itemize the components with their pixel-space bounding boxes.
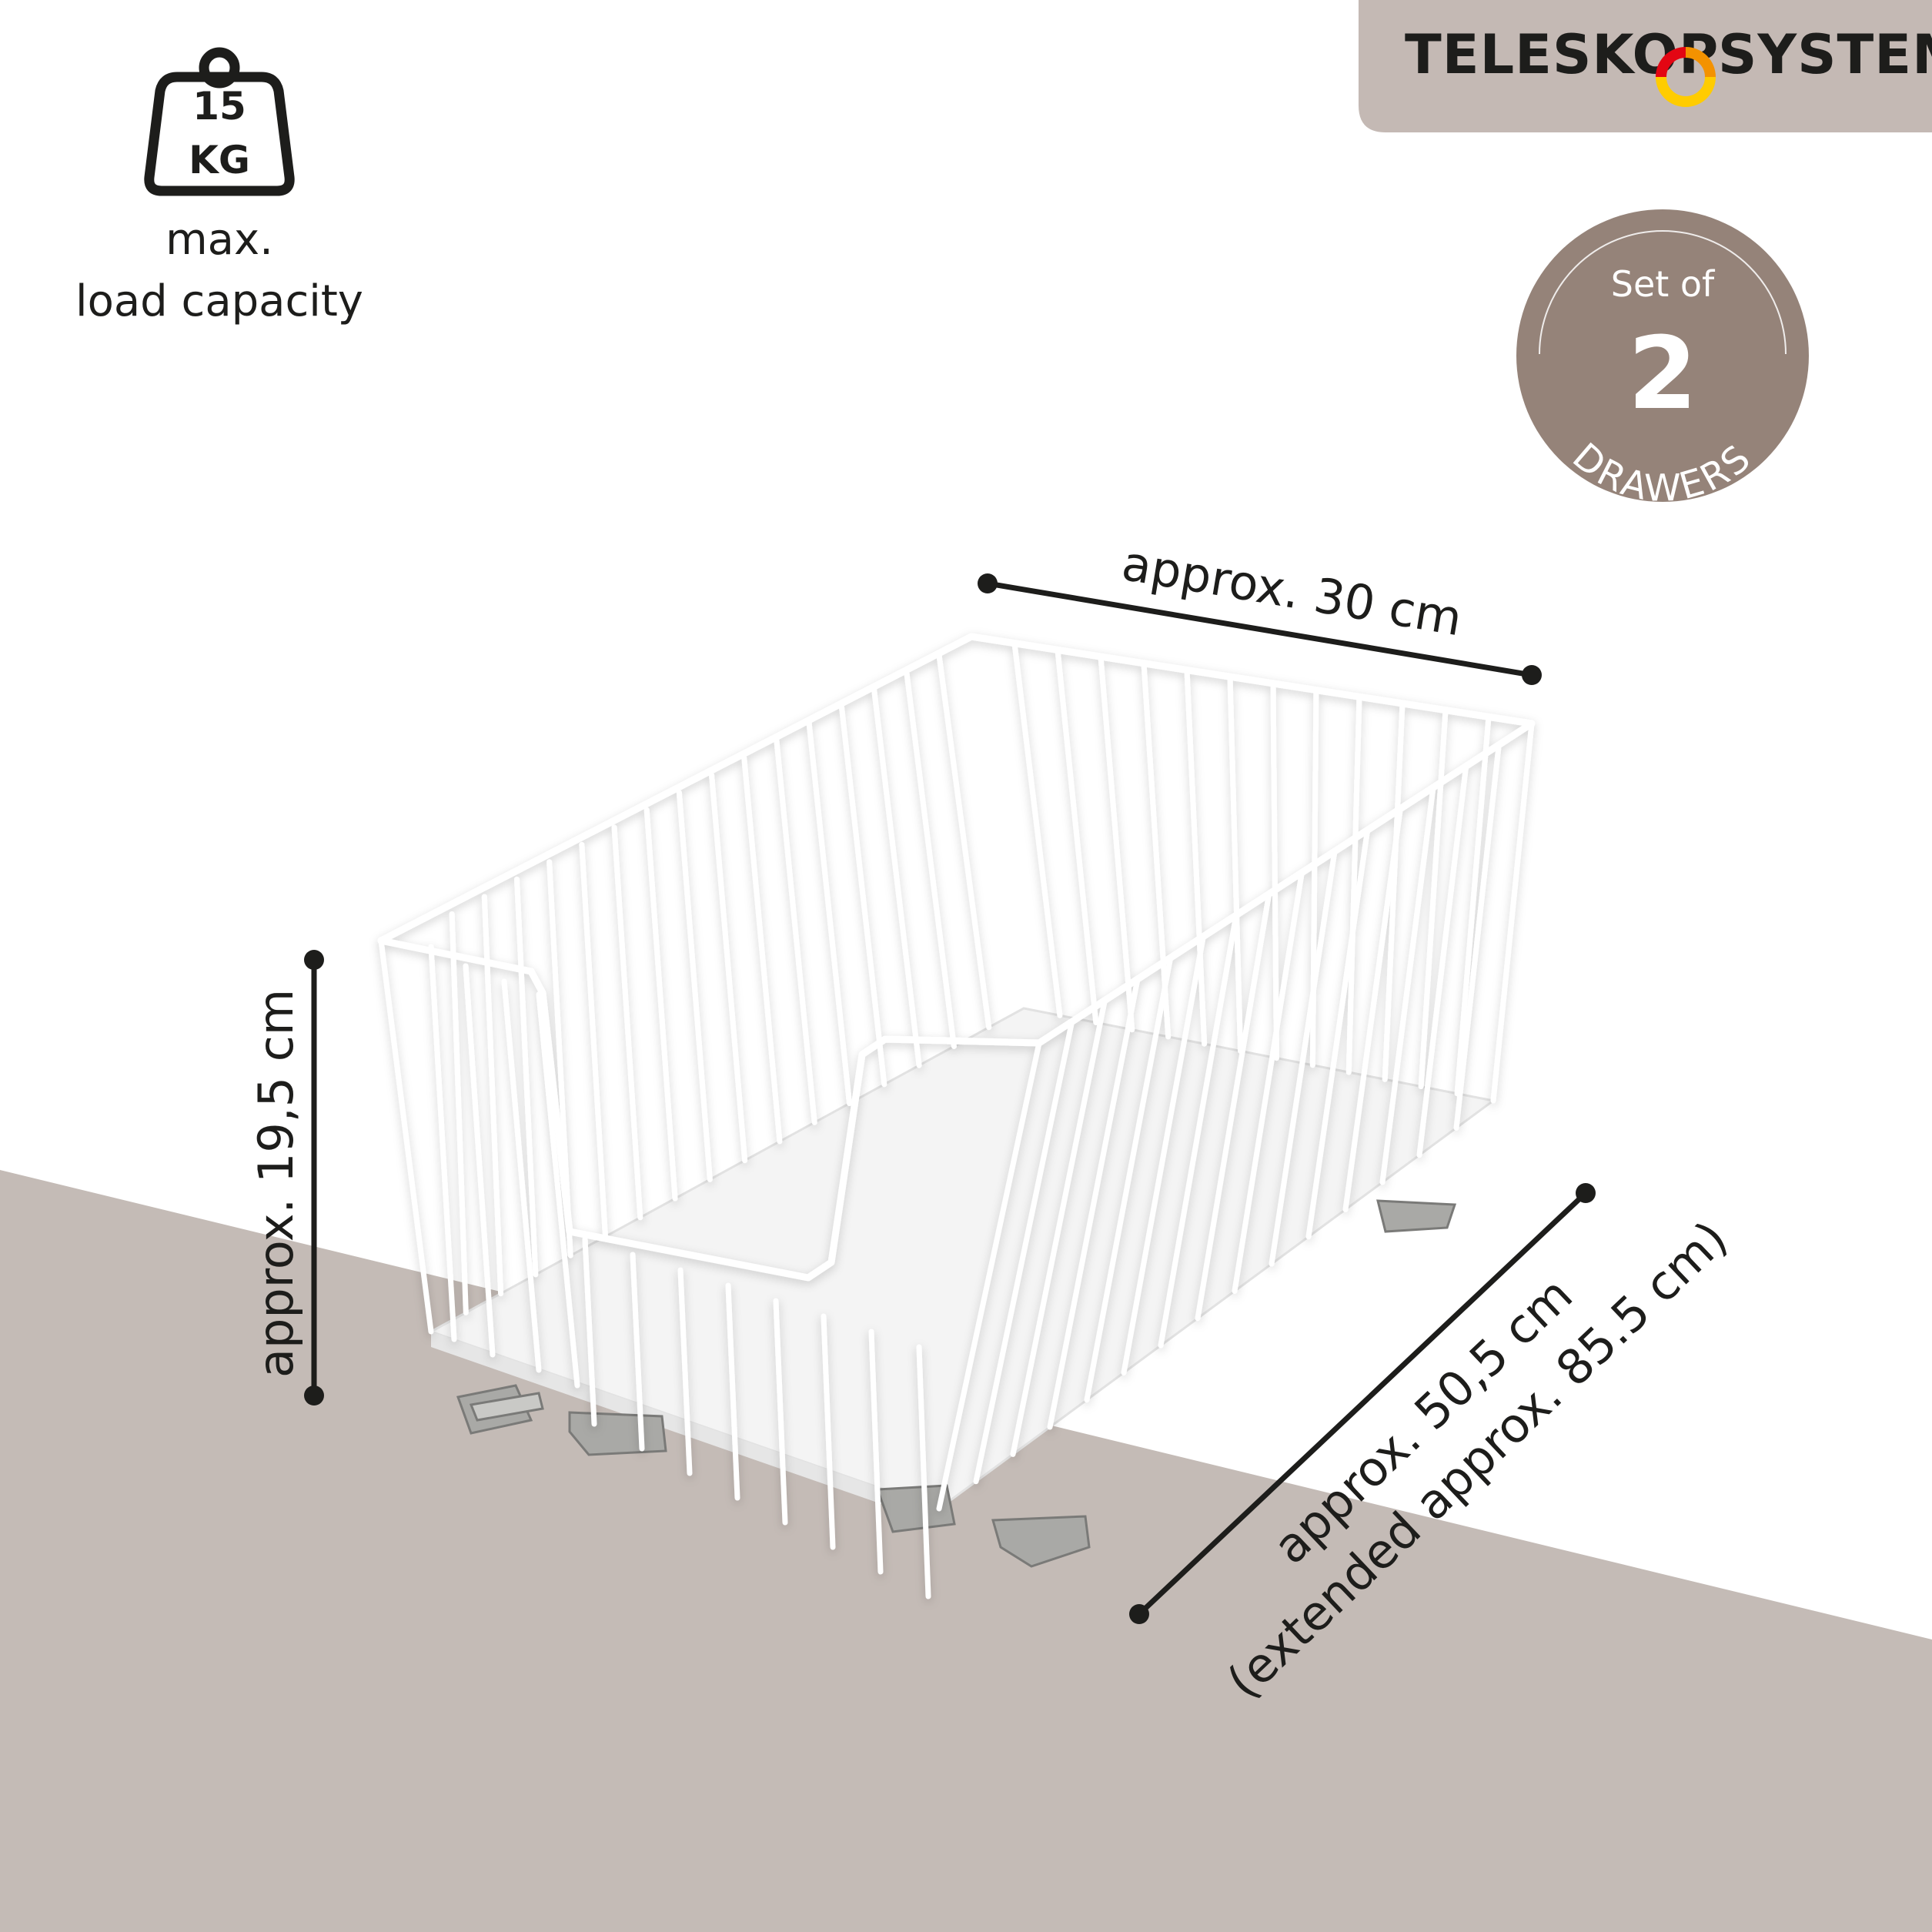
wire-frame	[377, 633, 1536, 1599]
set-badge-line1: Set of	[1611, 263, 1716, 305]
wire	[806, 720, 853, 1107]
dimension-width: approx. 30 cm	[978, 535, 1542, 685]
wire	[821, 1313, 836, 1550]
set-badge-count: 2	[1628, 315, 1697, 432]
wire	[1141, 660, 1172, 1040]
wire	[1379, 784, 1436, 1185]
wire	[630, 1252, 645, 1452]
wire	[774, 737, 817, 1125]
wire	[1121, 934, 1206, 1375]
wire	[1195, 891, 1272, 1322]
wire	[1084, 954, 1174, 1403]
wire	[1416, 763, 1469, 1158]
weight-icon: 15 KG	[144, 47, 295, 196]
wire	[1158, 912, 1239, 1349]
wire	[1047, 976, 1141, 1430]
wire	[1342, 806, 1403, 1212]
wire	[1232, 870, 1305, 1294]
wire	[643, 807, 678, 1202]
wire	[1098, 653, 1135, 1033]
wire	[463, 963, 496, 1358]
wire	[1490, 720, 1535, 1104]
wire	[1454, 714, 1492, 1097]
wire	[501, 978, 542, 1373]
dimension-width-label: approx. 30 cm	[1118, 535, 1466, 647]
wire	[871, 686, 922, 1068]
wire	[582, 1236, 597, 1427]
wire	[1184, 667, 1208, 1047]
wire-rim	[377, 937, 1043, 1282]
set-badge: Set of 2 DRAWERS	[1516, 209, 1809, 510]
wire	[677, 1267, 693, 1476]
wire	[514, 876, 539, 1278]
weight-caption-line2: load capacity	[75, 276, 363, 326]
wire	[1345, 694, 1362, 1075]
dimension-height: approx. 19,5 cm	[248, 950, 324, 1406]
wire	[611, 824, 643, 1221]
drawer-basket-illustration	[377, 633, 1536, 1599]
wire	[1010, 998, 1108, 1457]
weight-unit: KG	[189, 138, 250, 182]
wire	[1055, 647, 1099, 1025]
brand-panel	[1359, 0, 1932, 132]
wire	[741, 755, 783, 1145]
wire	[838, 703, 887, 1088]
wire	[725, 1282, 740, 1501]
wire	[1269, 848, 1338, 1267]
wire	[1227, 674, 1244, 1054]
wire	[536, 991, 580, 1389]
wire	[449, 911, 469, 1315]
dimension-height-label: approx. 19,5 cm	[248, 989, 304, 1378]
wire	[1453, 742, 1502, 1131]
wire	[1270, 680, 1279, 1061]
wire	[378, 938, 434, 1335]
brand-name-right: SYSTEM	[1718, 23, 1932, 86]
wire	[868, 1329, 884, 1575]
wire	[936, 651, 992, 1031]
weight-amount: 15	[192, 84, 246, 129]
wire	[936, 1040, 1042, 1512]
wire	[904, 668, 957, 1049]
wire	[1305, 827, 1371, 1240]
brand-logo-icon	[1656, 47, 1716, 107]
wire	[916, 1344, 931, 1599]
wire	[428, 944, 457, 1342]
wire	[676, 790, 713, 1182]
wire	[973, 1018, 1075, 1485]
weight-caption-line1: max.	[165, 215, 273, 265]
wire	[1011, 640, 1063, 1018]
wire-rim	[377, 633, 1536, 1047]
wire	[1382, 700, 1406, 1082]
wire	[773, 1298, 788, 1526]
wire	[579, 841, 608, 1239]
wire	[1418, 707, 1449, 1090]
wire	[709, 772, 748, 1164]
